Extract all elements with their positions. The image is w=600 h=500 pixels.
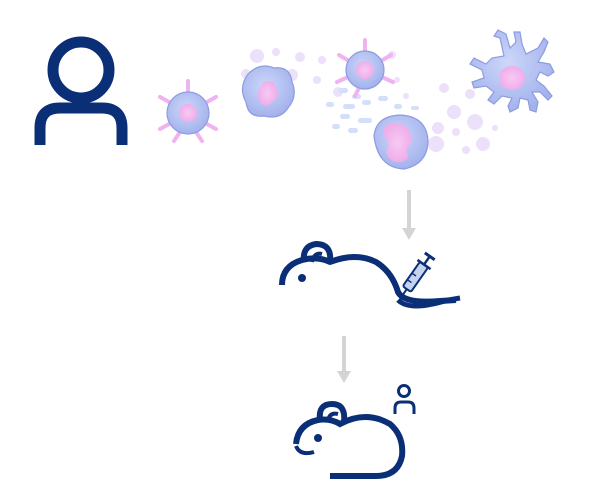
mouse-ear-inner (326, 411, 339, 421)
t-cell (158, 79, 218, 143)
syringe-icon (399, 251, 436, 300)
b-cell (373, 114, 429, 170)
humanized-mouse-icon (293, 384, 416, 479)
person-icon (34, 36, 128, 145)
mouse-ear-inner (310, 251, 323, 263)
mouse-with-syringe-icon (279, 240, 461, 309)
mouse-ear (300, 240, 334, 263)
person-icon (393, 384, 416, 414)
mouse-ear (316, 400, 348, 423)
mouse-eye (298, 274, 306, 282)
arrow-down-icon (402, 190, 416, 240)
mouse-snout (294, 445, 315, 456)
mouse-tail (396, 295, 461, 309)
dendritic-cell (469, 29, 555, 113)
immune-cells-icon (158, 29, 555, 170)
mouse-body (293, 414, 406, 479)
arrow-down-icon (337, 336, 351, 383)
mouse-body (279, 254, 457, 305)
mouse-eye (314, 434, 322, 442)
t-cell (335, 38, 395, 98)
macrophage (241, 65, 295, 118)
